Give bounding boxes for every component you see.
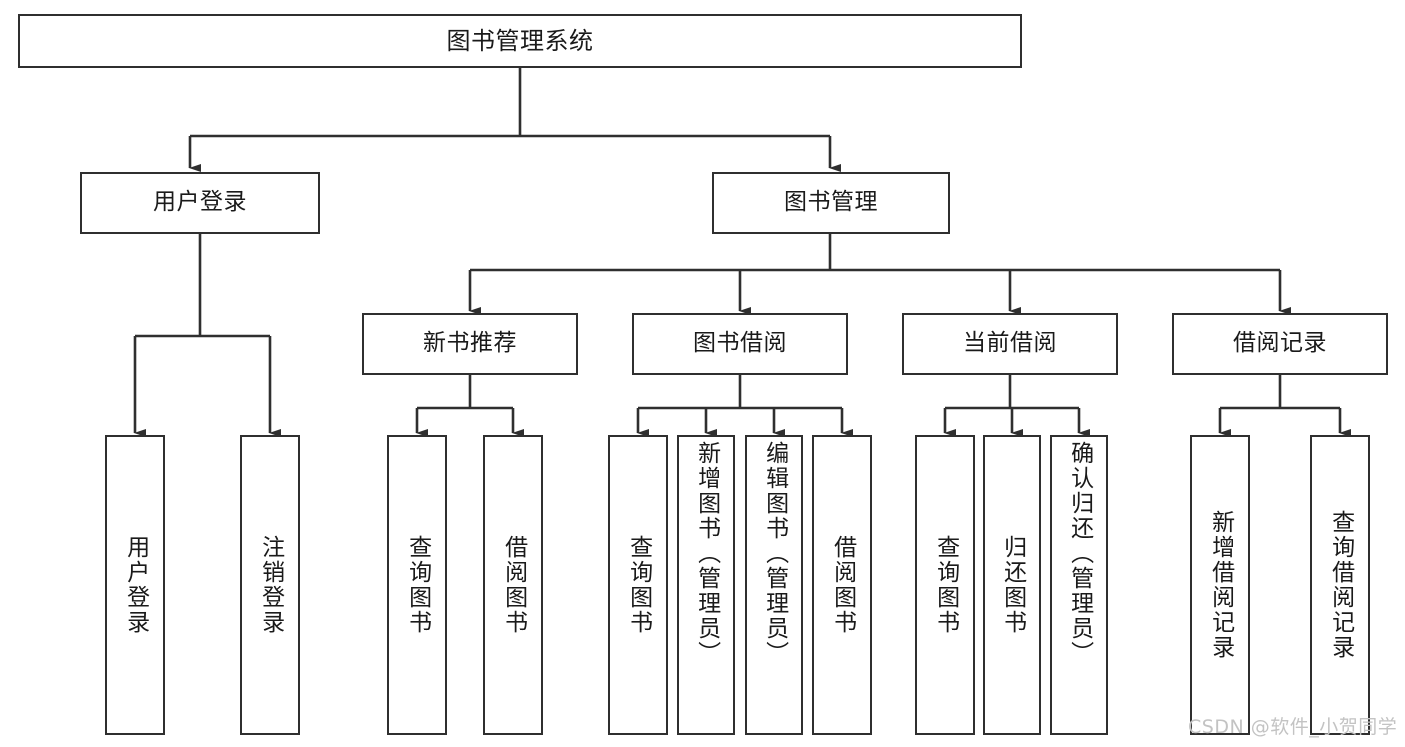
node-label: 图书借阅 (693, 330, 787, 357)
node-root-system[interactable]: 图书管理系统 (18, 14, 1022, 68)
node-label: 借阅图书 (829, 535, 856, 635)
node-label: 查询图书 (404, 535, 431, 635)
node-label: 当前借阅 (963, 330, 1057, 357)
node-label: 借阅图书 (500, 535, 527, 635)
node-label: 注销登录 (257, 535, 284, 635)
node-label: 确认归还（管理员） (1066, 441, 1093, 666)
node-label: 用户登录 (153, 189, 247, 216)
leaf-logout[interactable]: 注销登录 (240, 435, 300, 735)
leaf-borrow-book-2[interactable]: 借阅图书 (812, 435, 872, 735)
node-label: 新增图书（管理员） (693, 441, 720, 666)
leaf-borrow-book-1[interactable]: 借阅图书 (483, 435, 543, 735)
node-label: 查询图书 (932, 535, 959, 635)
node-label: 图书管理系统 (446, 26, 594, 55)
node-book-borrow[interactable]: 图书借阅 (632, 313, 848, 375)
node-current-borrow[interactable]: 当前借阅 (902, 313, 1118, 375)
node-user-login[interactable]: 用户登录 (80, 172, 320, 234)
leaf-query-record[interactable]: 查询借阅记录 (1310, 435, 1370, 735)
node-label: 查询图书 (625, 535, 652, 635)
node-label: 编辑图书（管理员） (761, 441, 788, 666)
watermark: CSDN @软件_小贺同学 (1188, 716, 1398, 738)
node-new-book-rec[interactable]: 新书推荐 (362, 313, 578, 375)
leaf-add-record[interactable]: 新增借阅记录 (1190, 435, 1250, 735)
leaf-confirm-return[interactable]: 确认归还（管理员） (1050, 435, 1108, 735)
leaf-user-login[interactable]: 用户登录 (105, 435, 165, 735)
node-label: 借阅记录 (1233, 330, 1327, 357)
leaf-add-book[interactable]: 新增图书（管理员） (677, 435, 735, 735)
leaf-query-book-3[interactable]: 查询图书 (915, 435, 975, 735)
node-borrow-record[interactable]: 借阅记录 (1172, 313, 1388, 375)
leaf-query-book-2[interactable]: 查询图书 (608, 435, 668, 735)
node-label: 新增借阅记录 (1207, 510, 1234, 660)
node-label: 用户登录 (122, 535, 149, 635)
leaf-query-book-1[interactable]: 查询图书 (387, 435, 447, 735)
node-label: 查询借阅记录 (1327, 510, 1354, 660)
leaf-edit-book[interactable]: 编辑图书（管理员） (745, 435, 803, 735)
node-label: 图书管理 (784, 189, 878, 216)
node-label: 归还图书 (999, 535, 1026, 635)
node-label: 新书推荐 (423, 330, 517, 357)
node-book-manage[interactable]: 图书管理 (712, 172, 950, 234)
leaf-return-book[interactable]: 归还图书 (983, 435, 1041, 735)
